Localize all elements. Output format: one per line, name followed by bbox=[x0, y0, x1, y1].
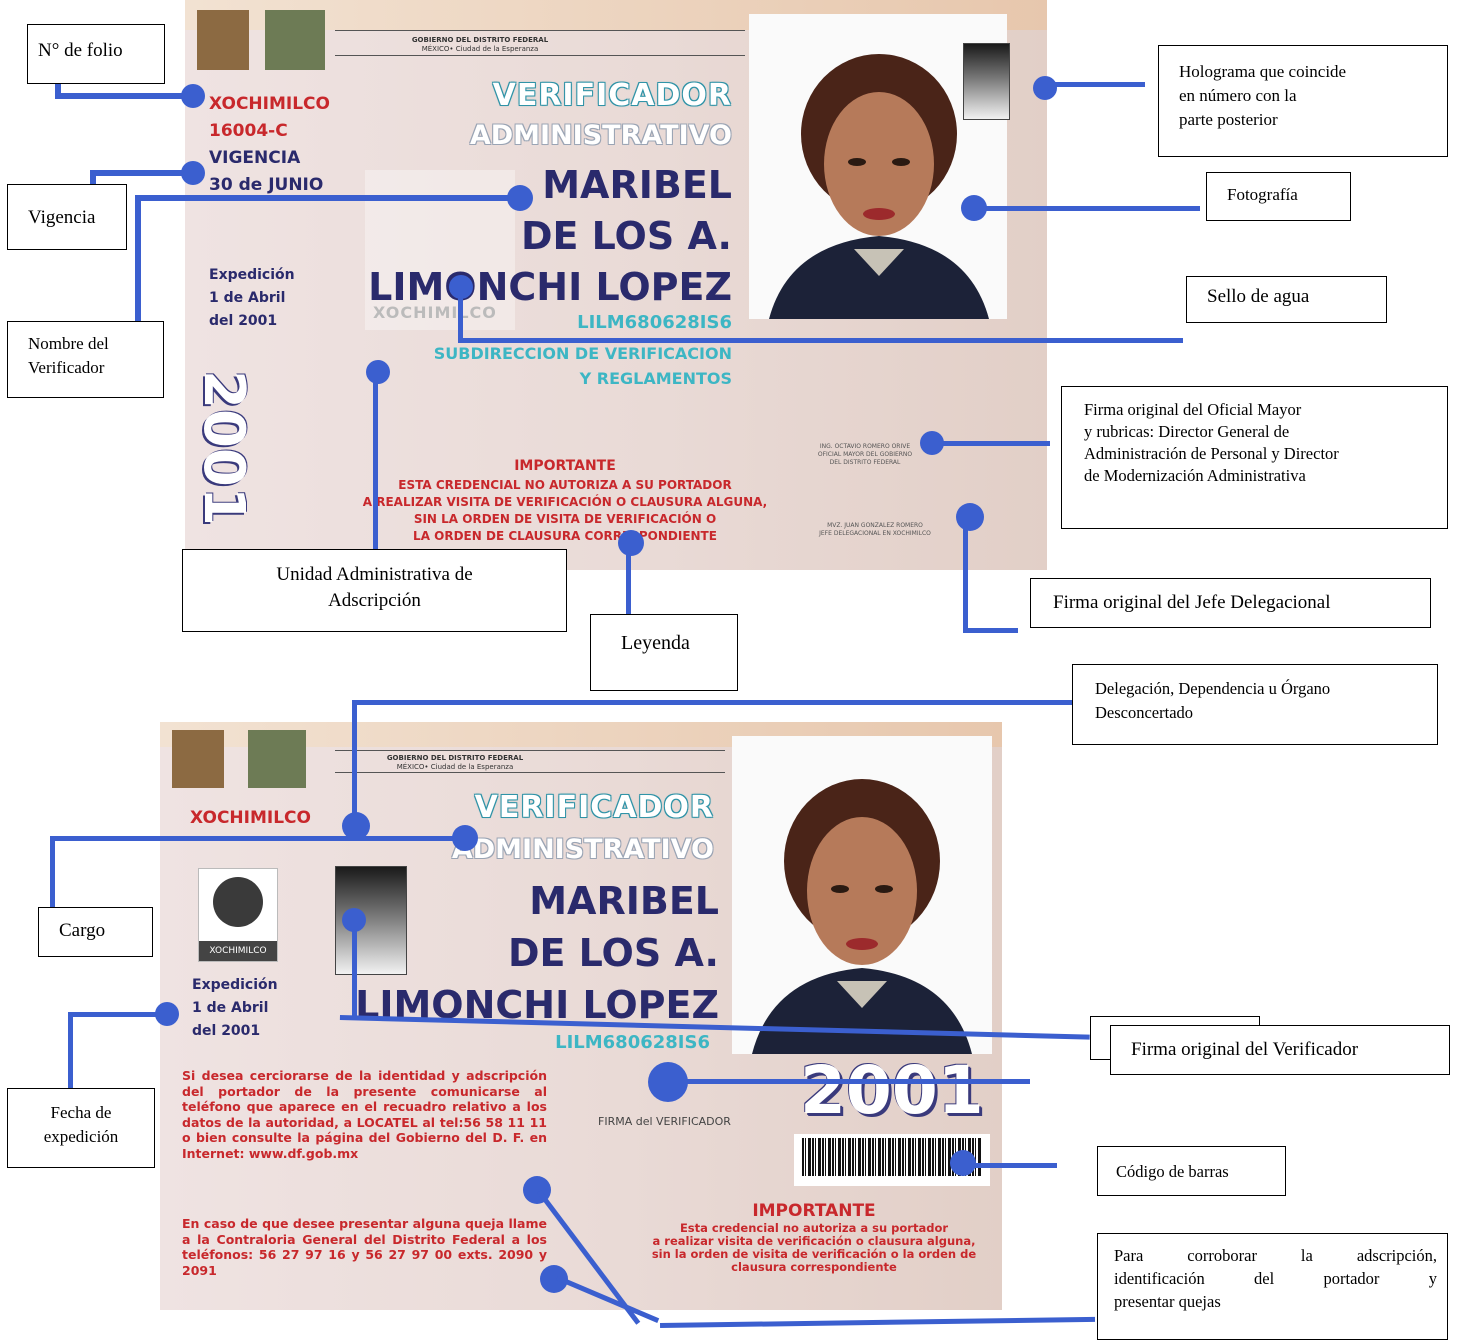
callout-fotografia: Fotografía bbox=[1206, 172, 1351, 221]
complaint-info-text: En caso de que desee presentar alguna qu… bbox=[182, 1216, 547, 1278]
callout-leyenda: Leyenda bbox=[590, 614, 738, 691]
hologram bbox=[963, 43, 1010, 120]
callout-cargo: Cargo bbox=[38, 907, 153, 957]
vigencia-label: VIGENCIA bbox=[209, 148, 301, 168]
folio-number: 16004-C bbox=[209, 121, 288, 141]
delegation-crest bbox=[197, 10, 249, 70]
verification-info-text: Si desea cerciorarse de la identidad y a… bbox=[182, 1068, 547, 1161]
verifier-name: MARIBEL DE LOS A. LIMONCHI LOPEZ bbox=[368, 163, 732, 309]
rfc-code: LILM680628IS6 bbox=[555, 1032, 710, 1053]
important-legend: IMPORTANTE Esta credencial no autoriza a… bbox=[651, 1201, 977, 1274]
photograph bbox=[732, 736, 992, 1054]
callout-sello: Sello de agua bbox=[1186, 276, 1387, 323]
delegation-name: XOCHIMILCO bbox=[190, 808, 311, 828]
delegation-name: XOCHIMILCO bbox=[209, 94, 330, 114]
role-subtitle: ADMINISTRATIVO bbox=[451, 834, 714, 865]
government-crest bbox=[248, 730, 306, 788]
year-badge: 2001 bbox=[800, 1052, 984, 1129]
signature-label: FIRMA del VERIFICADOR bbox=[598, 1115, 731, 1128]
callout-codigo: Código de barras bbox=[1097, 1146, 1286, 1196]
callout-firma-verificador: Firma original del Verificador bbox=[1110, 1025, 1450, 1075]
role-title: VERIFICADOR bbox=[492, 78, 732, 113]
delegation-crest bbox=[172, 730, 224, 788]
rfc-code: LILM680628IS6 bbox=[577, 312, 732, 333]
callout-folio: N° de folio bbox=[27, 24, 165, 84]
vigencia-date: 30 de JUNIO bbox=[209, 175, 324, 195]
year-vertical: 2001 bbox=[191, 370, 256, 526]
role-subtitle: ADMINISTRATIVO bbox=[469, 120, 732, 151]
legend-text: IMPORTANTE ESTA CREDENCIAL NO AUTORIZA A… bbox=[362, 458, 768, 543]
callout-firma-jefe: Firma original del Jefe Delegacional bbox=[1030, 578, 1431, 628]
role-title: VERIFICADOR bbox=[474, 790, 714, 825]
verifier-name: MARIBEL DE LOS A. LIMONCHI LOPEZ bbox=[355, 879, 719, 1027]
government-crest bbox=[265, 10, 325, 70]
delegation-logo: XOCHIMILCO bbox=[198, 868, 278, 962]
callout-vigencia: Vigencia bbox=[7, 184, 127, 250]
callout-corroborar: Para corroborar la adscripción, identifi… bbox=[1097, 1233, 1448, 1340]
